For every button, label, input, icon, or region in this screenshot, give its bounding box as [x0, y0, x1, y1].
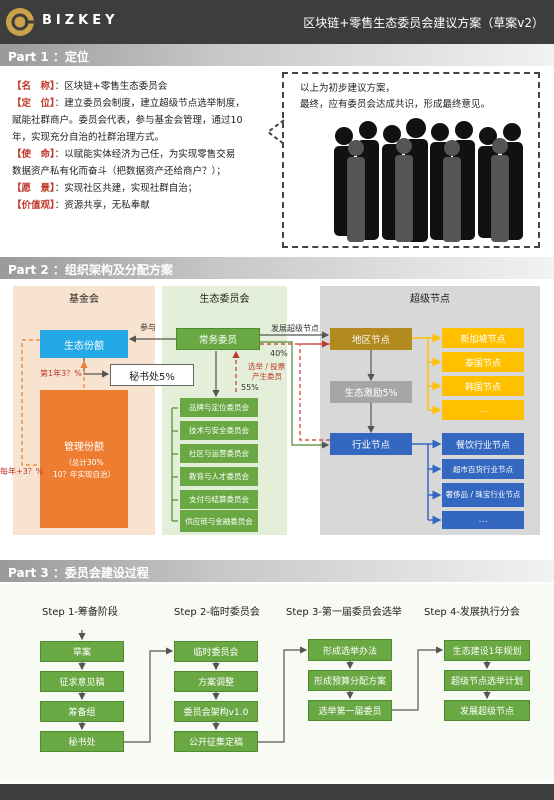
header-bar: [0, 0, 554, 44]
step4-item-1: 生态建设1年规划: [444, 640, 530, 661]
mgmt-note-1: （总计30%: [64, 458, 104, 467]
step3-item-1: 形成选举办法: [308, 639, 392, 661]
region-node-box: 地区节点: [330, 328, 412, 350]
eco-share-box: 生态份额: [40, 330, 128, 358]
definition-text: ：区块链+零售生态委员会: [54, 81, 168, 92]
speech-line-2: 最终，应有委员会达成共识，形成最终意见。: [300, 99, 491, 110]
region-node-2: 泰国节点: [442, 352, 524, 372]
step1-item-3: 筹备组: [40, 701, 124, 722]
definition-key: 【名 称】: [12, 81, 55, 92]
step4-item-3: 发展超级节点: [444, 700, 530, 721]
every-year-label: 每年+3？%: [0, 467, 44, 476]
definition-line: 【名 称】：区块链+零售生态委员会: [12, 80, 167, 93]
definition-key: 【定 位】: [12, 98, 55, 109]
mgmt-share-box: [40, 390, 128, 528]
speech-tail-icon: [266, 119, 285, 145]
part1-heading: Part 1 ：定位: [8, 50, 89, 64]
org-chart-connectors: [21, 331, 442, 525]
definition-line: 【定 位】：建立委员会制度，建立超级节点选举制度，: [12, 97, 245, 110]
definition-text: ：以赋能实体经济为己任，为实现零售交易: [54, 149, 236, 160]
definition-text: 赋能社群商户。委员会代表，参与基金会管理，通过10: [12, 115, 243, 126]
step2-item-2: 方案调整: [174, 671, 258, 692]
speech-line-1: 以上为初步建议方案，: [300, 83, 396, 94]
mgmt-share-label: 管理份额: [64, 442, 104, 453]
definition-key: 【愿 景】: [12, 183, 55, 194]
step3-title: Step 3-第一届委员会选举: [286, 607, 402, 618]
industry-node-2: 超市百货行业节点: [442, 459, 524, 479]
definition-text: ：建立委员会制度，建立超级节点选举制度，: [54, 98, 245, 109]
step1-title: Step 1-筹备阶段: [42, 607, 118, 618]
part2-heading: Part 2 ：组织架构及分配方案: [8, 263, 173, 277]
eco-incentive-box: 生态激励5%: [330, 381, 412, 403]
sub-committee-6: 供应链与金融委员会: [180, 510, 258, 532]
sub-committee-3: 社区与运营委员会: [180, 444, 258, 463]
speech-bubble: [282, 72, 540, 248]
part1-bar: [0, 44, 554, 66]
step3-item-2: 形成预算分配方案: [308, 670, 392, 691]
industry-node-1: 餐饮行业节点: [442, 433, 524, 455]
step2-title: Step 2-临时委员会: [174, 607, 260, 618]
definition-text: ：资源共享，无私奉献: [54, 200, 150, 211]
step1-item-1: 草案: [40, 641, 124, 662]
definition-text: 年，实现充分自治的社群治理方式。: [12, 132, 165, 143]
participate-label: 参与: [140, 323, 156, 332]
elect-label-1: 选举 / 投票: [248, 362, 286, 371]
step4-title: Step 4-发展执行分会: [424, 607, 520, 618]
definition-line: 年，实现充分自治的社群治理方式。: [12, 131, 164, 144]
part3-heading: Part 3 ：委员会建设过程: [8, 566, 149, 580]
definition-line: 【价值观】：资源共享，无私奉献: [12, 199, 150, 212]
first-year-label: 第1年3？%: [40, 369, 82, 378]
industry-node-box: 行业节点: [330, 433, 412, 455]
pct55-label: 55%: [241, 383, 259, 392]
step4-item-2: 超级节点选举计划: [444, 670, 530, 691]
definition-text: 数据资产私有化而奋斗（把数据资产还给商户？）；: [12, 166, 226, 177]
foundation-title: 基金会: [69, 294, 99, 305]
industry-node-4: …: [442, 511, 524, 529]
standing-committee-box: 常务委员: [176, 328, 260, 350]
region-node-1: 新加坡节点: [442, 328, 524, 348]
step1-item-2: 征求意见稿: [40, 671, 124, 692]
region-node-3: 韩国节点: [442, 376, 524, 396]
region-node-4: …: [442, 400, 524, 420]
secretariat-box: 秘书处5%: [110, 364, 194, 386]
sub-committee-4: 教育与人才委员会: [180, 467, 258, 486]
step2-item-3: 委员会架构v1.0: [174, 701, 258, 722]
definition-key: 【价值观】: [12, 200, 55, 211]
document-title: 区块链+零售生态委员会建议方案（草案v2）: [303, 16, 544, 30]
brand-name: BIZKEY: [42, 13, 119, 28]
mgmt-note-2: 10？年实现自治）: [52, 470, 116, 479]
sub-committee-1: 品牌与定位委员会: [180, 398, 258, 417]
step1-item-4: 秘书处: [40, 731, 124, 752]
step3-item-3: 选举第一届委员: [308, 700, 392, 721]
definition-line: 【使 命】：以赋能实体经济为己任，为实现零售交易: [12, 148, 235, 161]
elect-label-2: 产生委员: [252, 372, 282, 381]
supernode-title: 超级节点: [410, 294, 450, 305]
bizkey-logo-icon: [6, 8, 34, 36]
crowd-silhouette-icon: [334, 118, 523, 242]
definition-text: ：实现社区共建，实现社群自治；: [54, 183, 198, 194]
definition-line: 数据资产私有化而奋斗（把数据资产还给商户？）；: [12, 165, 226, 178]
develop-supernode-label: 发展超级节点: [271, 324, 319, 333]
part2-bar: [0, 257, 554, 279]
footer-bar: [0, 784, 554, 800]
part3-bar: [0, 560, 554, 582]
industry-node-3: 奢侈品 / 珠宝行业节点: [442, 483, 524, 507]
process-connectors: [78, 630, 491, 743]
pct40-label: 40%: [270, 349, 288, 358]
sub-committee-5: 支付与结算委员会: [180, 490, 258, 509]
definition-line: 【愿 景】：实现社区共建，实现社群自治；: [12, 182, 197, 195]
definition-key: 【使 命】: [12, 149, 55, 160]
committee-title: 生态委员会: [199, 294, 250, 305]
definition-line: 赋能社群商户。委员会代表，参与基金会管理，通过10: [12, 114, 243, 127]
step2-item-1: 临时委员会: [174, 641, 258, 662]
step2-item-4: 公开征集定稿: [174, 731, 258, 752]
sub-committee-2: 技术与安全委员会: [180, 421, 258, 440]
